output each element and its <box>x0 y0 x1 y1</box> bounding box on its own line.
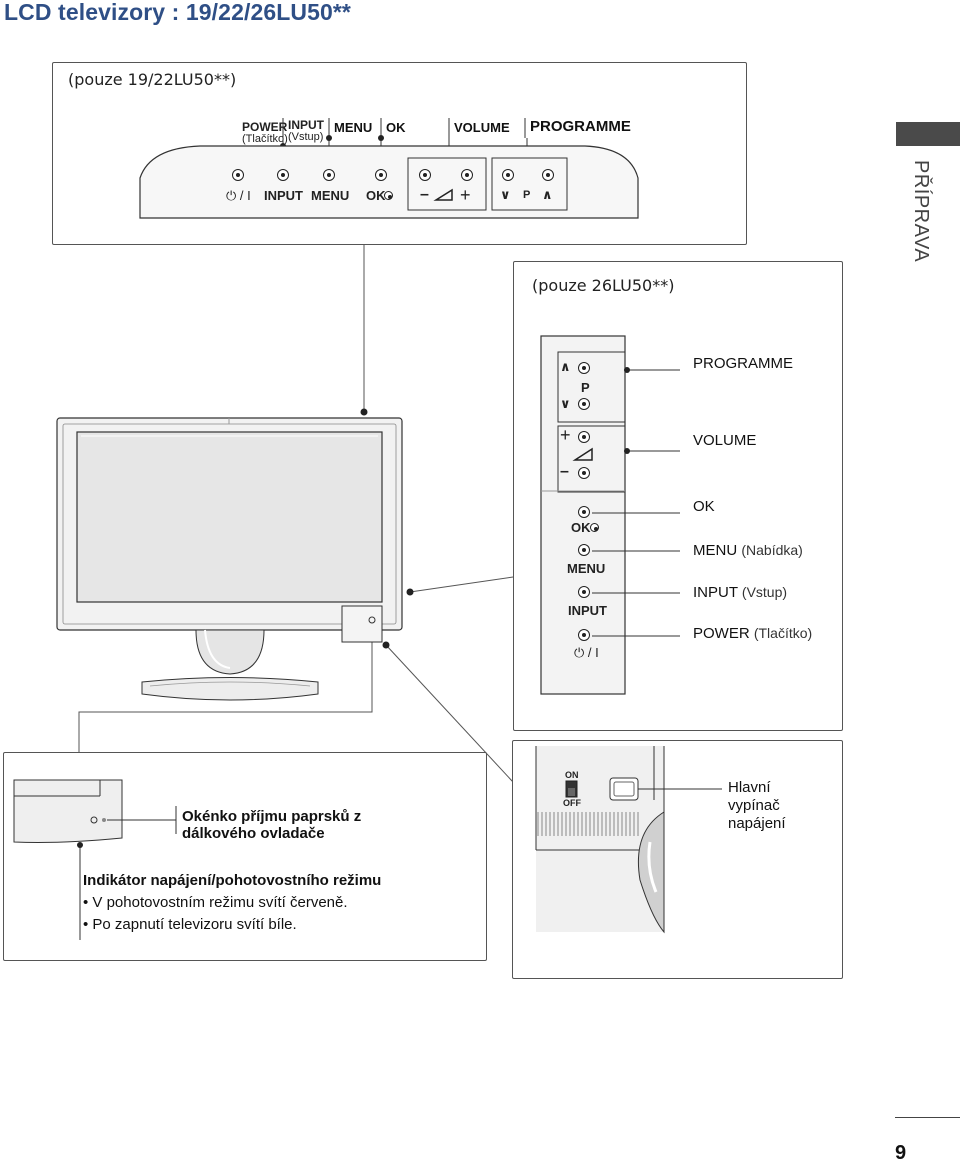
label-programme: PROGRAMME <box>530 118 631 135</box>
small-vol-minus-button[interactable] <box>419 169 431 181</box>
label-menu: MENU <box>334 120 373 135</box>
small-model-caption: (pouze 19/22LU50**) <box>68 70 237 89</box>
small-menu-button[interactable] <box>323 169 335 181</box>
large-vol-plus-glyph: + <box>560 425 571 445</box>
indicator-panel-graphics <box>13 779 177 940</box>
page-number: 9 <box>895 1142 907 1164</box>
page-title: LCD televizory : 19/22/26LU50** <box>4 0 351 25</box>
large-prog-down-glyph: ∨ <box>560 396 571 411</box>
remote-sensor-label-line1: Okénko příjmu paprsků z <box>182 808 362 825</box>
connector-dot-top <box>360 408 368 416</box>
small-ok-indicator-icon <box>384 191 393 200</box>
large-prog-down-button[interactable] <box>578 398 590 410</box>
callout-volume: VOLUME <box>693 432 757 449</box>
switch-on-label: ON <box>565 770 579 780</box>
large-input-glyph: INPUT <box>568 603 607 618</box>
large-ok-indicator-icon <box>590 523 599 532</box>
small-prog-up-glyph: ∧ <box>542 187 553 202</box>
main-switch-label-line3: napájení <box>728 815 786 832</box>
large-menu-button[interactable] <box>578 544 590 556</box>
callout-power-sub: (Tlačítko) <box>753 625 813 641</box>
main-switch-graphics <box>535 746 722 934</box>
large-vol-minus-glyph: – <box>560 463 569 480</box>
label-power-sub: (Tlačítko) <box>242 133 288 145</box>
remote-sensor-label-line2: dálkového ovladače <box>182 825 325 842</box>
large-power-glyph: ⏻ / I <box>574 645 599 660</box>
section-tab-marker <box>896 122 960 146</box>
main-switch-label-line1: Hlavní <box>728 779 771 796</box>
large-power-button[interactable] <box>578 629 590 641</box>
large-prog-up-button[interactable] <box>578 362 590 374</box>
connector-dot-bottom <box>382 641 390 649</box>
large-vol-plus-button[interactable] <box>578 431 590 443</box>
callout-input-sub: (Vstup) <box>741 584 788 600</box>
small-power-glyph: ⏻ / I <box>226 188 251 203</box>
small-prog-down-button[interactable] <box>502 169 514 181</box>
large-vol-minus-button[interactable] <box>578 467 590 479</box>
indicator-title: Indikátor napájení/pohotovostního režimu <box>83 872 382 889</box>
callout-input-label: INPUT <box>693 584 738 601</box>
small-vol-minus-glyph: – <box>420 186 429 203</box>
small-ok-button[interactable] <box>375 169 387 181</box>
small-prog-p-glyph: P <box>523 189 531 201</box>
small-panel-graphics <box>139 118 639 219</box>
large-prog-up-glyph: ∧ <box>560 359 571 374</box>
callout-power: POWER (Tlačítko) <box>693 625 812 642</box>
large-prog-p-glyph: P <box>581 380 590 395</box>
label-input-sub: (Vstup) <box>288 131 324 143</box>
label-ok: OK <box>386 120 406 135</box>
switch-off-label: OFF <box>563 798 581 808</box>
label-volume: VOLUME <box>454 120 510 135</box>
small-prog-down-glyph: ∨ <box>500 187 511 202</box>
large-model-caption: (pouze 26LU50**) <box>532 276 675 295</box>
label-power: POWER <box>242 120 288 134</box>
callout-power-label: POWER <box>693 625 750 642</box>
connector-dot-side <box>406 588 414 596</box>
callout-programme: PROGRAMME <box>693 355 794 372</box>
main-switch-label-line2: vypínač <box>728 797 780 814</box>
indicator-bullet-on: • Po zapnutí televizoru svítí bíle. <box>83 916 297 933</box>
indicator-bullet-standby: • V pohotovostním režimu svítí červeně. <box>83 894 348 911</box>
large-ok-glyph: OK <box>571 520 591 535</box>
small-prog-up-button[interactable] <box>542 169 554 181</box>
small-input-glyph: INPUT <box>264 188 303 203</box>
small-menu-glyph: MENU <box>311 188 350 203</box>
page-number-rule <box>895 1117 960 1118</box>
large-input-button[interactable] <box>578 586 590 598</box>
callout-ok: OK <box>693 498 715 515</box>
small-ok-glyph: OK <box>366 188 386 203</box>
large-ok-button[interactable] <box>578 506 590 518</box>
small-input-button[interactable] <box>277 169 289 181</box>
callout-menu: MENU (Nabídka) <box>693 542 803 559</box>
small-power-button[interactable] <box>232 169 244 181</box>
callout-input: INPUT (Vstup) <box>693 584 787 601</box>
small-vol-plus-glyph: + <box>460 185 471 205</box>
label-input: INPUT <box>288 118 324 132</box>
callout-menu-label: MENU <box>693 542 738 559</box>
callout-menu-sub: (Nabídka) <box>741 542 803 558</box>
large-menu-glyph: MENU <box>567 561 606 576</box>
small-vol-plus-button[interactable] <box>461 169 473 181</box>
